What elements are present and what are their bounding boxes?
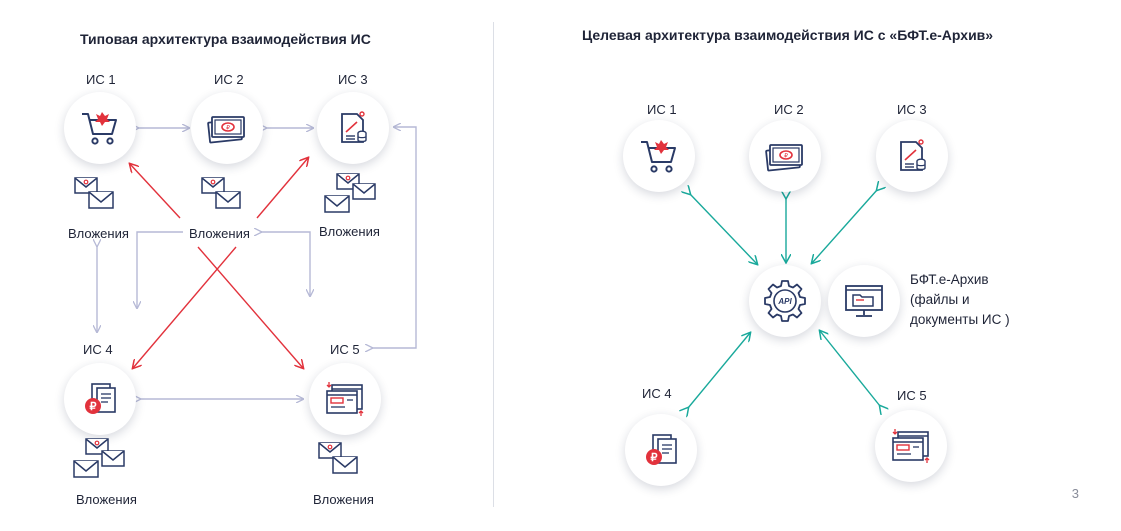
document-database-icon <box>900 139 926 171</box>
arrow-attach-right-down <box>261 232 310 296</box>
left-attach2-label: Вложения <box>189 226 250 241</box>
left-is5-node <box>309 363 381 435</box>
arrow-attach-left-down <box>137 231 183 308</box>
right-is1-label: ИС 1 <box>647 102 677 117</box>
archive-description: БФТ.е-Архив (файлы и документы ИС ) <box>910 270 1010 330</box>
red-arrow-to-is3 <box>256 158 308 219</box>
archive-line2: (файлы и <box>910 292 970 307</box>
payment-document-icon: ₽ <box>85 383 116 414</box>
monitor-folder-icon <box>845 285 883 317</box>
envelopes-icon <box>324 173 376 213</box>
document-database-icon <box>341 111 367 143</box>
red-arrow-to-is1 <box>130 164 181 219</box>
envelopes-icon <box>201 177 241 209</box>
money-bills-icon: ₽ <box>207 116 245 144</box>
right-is4-label: ИС 4 <box>642 386 672 401</box>
left-title: Типовая архитектура взаимодействия ИС <box>80 31 371 47</box>
left-attach3-label: Вложения <box>319 224 380 239</box>
left-is1-node <box>64 92 136 164</box>
shopping-cart-icon <box>82 112 117 145</box>
teal-arrow-is1-api <box>690 194 757 264</box>
envelopes-icon <box>318 442 358 474</box>
left-is4-label: ИС 4 <box>83 342 113 357</box>
left-is4-node: ₽ <box>64 363 136 435</box>
svg-text:₽: ₽ <box>784 153 788 160</box>
column-divider <box>493 22 494 507</box>
teal-arrow-is3-api <box>812 190 877 263</box>
money-bills-icon: ₽ <box>765 144 803 172</box>
right-title: Целевая архитектура взаимодействия ИС с … <box>582 27 994 43</box>
right-is5-label: ИС 5 <box>897 388 927 403</box>
right-is2-label: ИС 2 <box>774 102 804 117</box>
red-arrow-to-is5 <box>197 246 303 368</box>
left-is2-node: ₽ <box>191 92 263 164</box>
left-is1-label: ИС 1 <box>86 72 116 87</box>
svg-text:₽: ₽ <box>226 125 230 132</box>
envelopes-icon <box>73 438 125 478</box>
left-attach4-label: Вложения <box>76 492 137 507</box>
teal-arrow-is4-api <box>688 333 750 408</box>
left-attach5-label: Вложения <box>313 492 374 507</box>
right-is3-label: ИС 3 <box>897 102 927 117</box>
shopping-cart-icon <box>641 140 676 173</box>
svg-text:₽: ₽ <box>90 401 97 413</box>
red-arrow-to-is4 <box>133 246 237 368</box>
arrow-is5-is3-loop <box>372 127 417 348</box>
archive-node <box>828 265 900 337</box>
left-is2-label: ИС 2 <box>214 72 244 87</box>
archive-name: БФТ.е-Архив <box>910 272 989 287</box>
left-is5-label: ИС 5 <box>330 342 360 357</box>
right-is1-node <box>623 120 695 192</box>
svg-text:₽: ₽ <box>651 452 658 464</box>
forms-window-icon <box>326 382 364 416</box>
api-gear-icon: API <box>764 280 806 322</box>
page-number: 3 <box>1071 486 1079 501</box>
api-label: API <box>777 297 792 306</box>
left-attach1-label: Вложения <box>68 226 129 241</box>
archive-line3: документы ИС ) <box>910 312 1010 327</box>
api-hub-node: API <box>749 265 821 337</box>
left-is3-label: ИС 3 <box>338 72 368 87</box>
right-is3-node <box>876 120 948 192</box>
teal-arrow-is5-api <box>820 331 880 406</box>
envelopes-icon <box>74 177 114 209</box>
forms-window-icon <box>892 429 930 463</box>
right-is2-node: ₽ <box>749 120 821 192</box>
right-is5-node <box>875 410 947 482</box>
right-is4-node: ₽ <box>625 414 697 486</box>
left-is3-node <box>317 92 389 164</box>
payment-document-icon: ₽ <box>646 434 677 465</box>
